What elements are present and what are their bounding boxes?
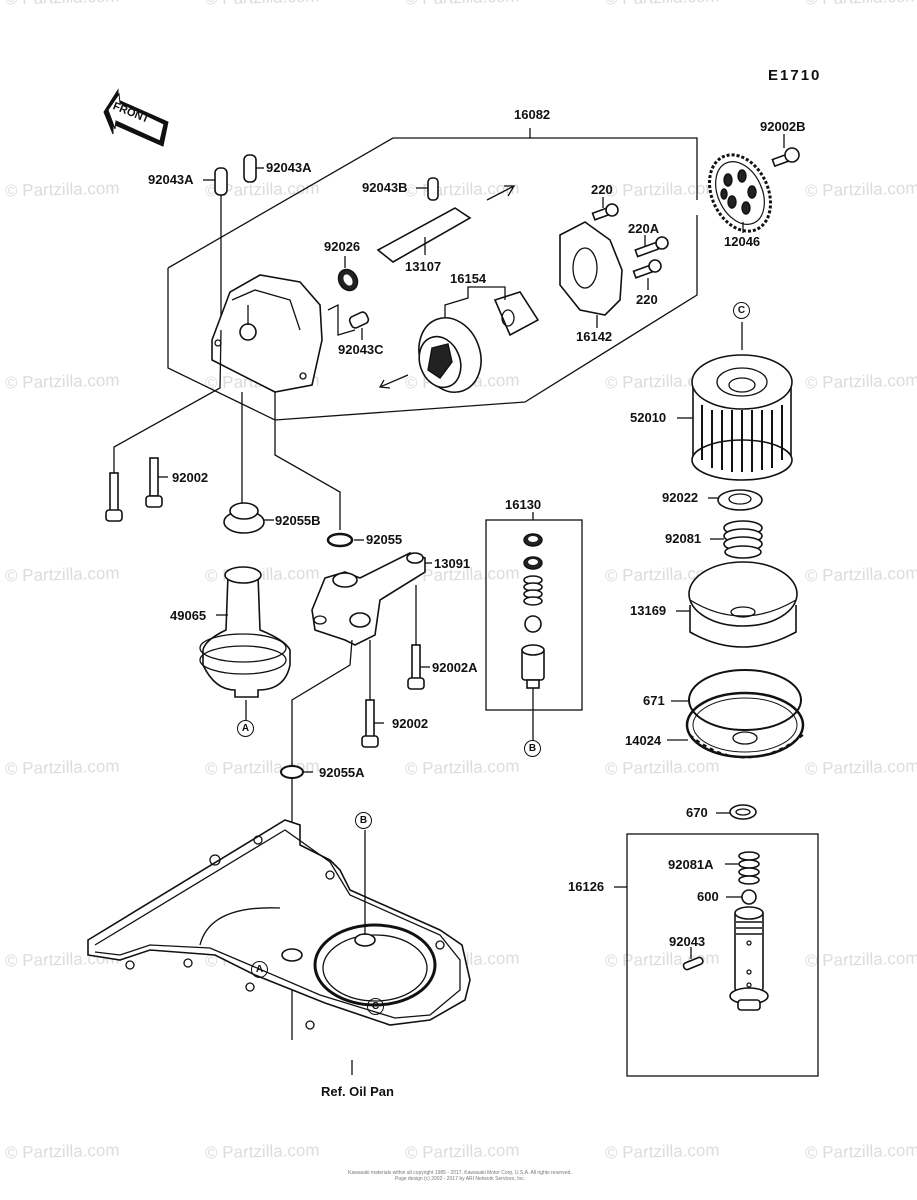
plug-92055B <box>223 392 274 534</box>
o-ring-92055 <box>274 392 364 548</box>
part-label-13107[interactable]: 13107 <box>405 259 442 274</box>
sprocket-12046 <box>708 153 772 233</box>
callout-a-top: A <box>237 720 254 737</box>
part-label-13091[interactable]: 13091 <box>434 556 471 571</box>
group-outline-16130 <box>485 512 583 740</box>
part-label-49065[interactable]: 49065 <box>170 608 207 623</box>
part-label-671[interactable]: 671 <box>643 693 665 708</box>
part-label-52010[interactable]: 52010 <box>630 410 667 425</box>
group-outline-16126 <box>614 833 819 1077</box>
rotor-16154 <box>418 286 540 393</box>
callout-c-pan: C <box>367 998 384 1015</box>
part-label-92043A-left[interactable]: 92043A <box>148 172 194 187</box>
part-label-16082[interactable]: 16082 <box>514 107 551 122</box>
plate-13169 <box>676 561 798 648</box>
part-label-92002B[interactable]: 92002B <box>760 119 806 134</box>
part-label-92055B[interactable]: 92055B <box>275 513 321 528</box>
part-label-600[interactable]: 600 <box>697 889 719 904</box>
part-label-92081A[interactable]: 92081A <box>668 857 714 872</box>
part-label-16142[interactable]: 16142 <box>576 329 613 344</box>
o-ring-92055A <box>280 765 313 779</box>
part-label-92002-left[interactable]: 92002 <box>172 470 209 485</box>
diagram-code: E1710 <box>768 67 822 84</box>
part-label-12046[interactable]: 12046 <box>724 234 761 249</box>
part-label-92081[interactable]: 92081 <box>665 531 702 546</box>
copyright-line-1: Kawasaki materials within all copyright … <box>348 1170 572 1176</box>
part-label-92026[interactable]: 92026 <box>324 239 361 254</box>
bypass-valve-body <box>729 906 769 1011</box>
part-label-92043A-right[interactable]: 92043A <box>266 160 312 175</box>
part-label-220-bottom[interactable]: 220 <box>636 292 658 307</box>
front-arrow-icon <box>103 88 169 147</box>
part-label-14024[interactable]: 14024 <box>625 733 662 748</box>
copyright-line-2: Page design (c) 2002 - 2017 by ARI Netwo… <box>394 1176 526 1182</box>
part-label-16126[interactable]: 16126 <box>568 879 605 894</box>
screw-220A <box>634 235 669 258</box>
cover-14024 <box>667 691 805 759</box>
part-label-220A[interactable]: 220A <box>628 221 660 236</box>
part-label-92002-middle[interactable]: 92002 <box>392 716 429 731</box>
pin-92043A-left <box>203 167 228 330</box>
bolt-92002 <box>145 457 168 508</box>
spring-92081A <box>725 851 760 885</box>
bolt-left <box>105 329 222 522</box>
pipe-holder-13091 <box>291 552 432 1040</box>
oil-pump-body <box>211 274 323 393</box>
callout-b-right: B <box>524 740 541 757</box>
part-label-16154[interactable]: 16154 <box>450 271 487 286</box>
pin-92043C <box>327 303 370 340</box>
callout-a-pan: A <box>251 961 268 978</box>
oil-filter-52010 <box>677 354 793 481</box>
reference-label: Ref. Oil Pan <box>321 1084 394 1099</box>
direction-arrows <box>378 185 516 389</box>
oil-screen-49065 <box>199 566 291 720</box>
o-ring-671 <box>671 669 802 731</box>
screw-220-bottom <box>632 259 662 290</box>
shaft-13107 <box>376 207 472 263</box>
pin-92043B <box>416 177 439 201</box>
part-label-92043C[interactable]: 92043C <box>338 342 384 357</box>
callout-c-top: C <box>733 302 750 319</box>
part-label-92002A[interactable]: 92002A <box>432 660 478 675</box>
bolt-92002B <box>771 134 800 168</box>
washer-92022 <box>708 489 763 511</box>
part-label-92055A[interactable]: 92055A <box>319 765 365 780</box>
pin-92043A-right <box>243 154 264 183</box>
copyright-notice: Kawasaki materials within all copyright … <box>330 1170 590 1182</box>
callout-b-pan: B <box>355 812 372 829</box>
screw-220-top <box>591 197 619 221</box>
part-label-92043B[interactable]: 92043B <box>362 180 408 195</box>
part-label-92022[interactable]: 92022 <box>662 490 699 505</box>
relief-spring <box>523 575 543 606</box>
part-label-92043[interactable]: 92043 <box>669 934 706 949</box>
bolt-92002-middle <box>361 640 384 748</box>
part-label-220-top[interactable]: 220 <box>591 182 613 197</box>
spring-92081 <box>710 520 763 559</box>
o-ring-670 <box>716 804 757 820</box>
oil-pan <box>87 819 471 1075</box>
part-label-16130[interactable]: 16130 <box>505 497 542 512</box>
group-outline-16082 <box>167 128 698 421</box>
part-label-670[interactable]: 670 <box>686 805 708 820</box>
oil-seal-92026 <box>337 256 359 292</box>
part-label-13169[interactable]: 13169 <box>630 603 667 618</box>
bolt-92002A <box>407 585 430 690</box>
part-label-92055[interactable]: 92055 <box>366 532 403 547</box>
cover-16142 <box>559 221 623 328</box>
